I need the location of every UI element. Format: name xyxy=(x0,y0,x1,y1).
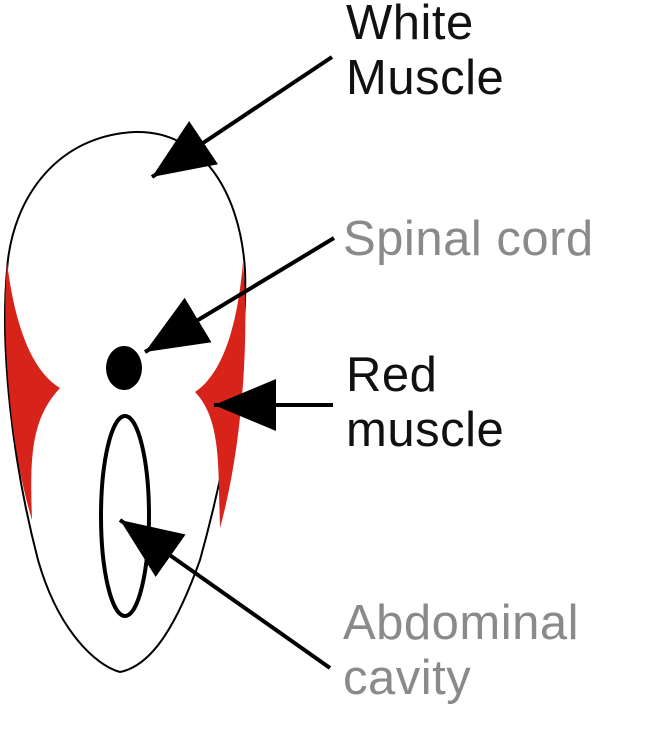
abdominal-cavity xyxy=(99,414,151,618)
label-red-muscle-line2: muscle xyxy=(346,403,505,457)
label-spinal-cord: Spinal cord xyxy=(343,212,594,267)
label-red-muscle-line1: Red xyxy=(346,348,438,402)
label-spinal-cord-line1: Spinal cord xyxy=(343,212,594,266)
label-white-muscle-line1: White xyxy=(346,0,474,50)
label-abdominal-cavity-line2: cavity xyxy=(343,651,472,705)
label-abdominal-cavity-line1: Abdominal xyxy=(343,596,580,650)
arrow-spinal-cord xyxy=(143,236,336,354)
arrow-white-muscle xyxy=(150,55,334,179)
arrow-abdominal-cavity xyxy=(118,518,332,670)
label-red-muscle: Red muscle xyxy=(346,348,504,458)
label-white-muscle-line2: Muscle xyxy=(346,51,505,105)
spinal-cord xyxy=(106,346,142,390)
label-abdominal-cavity: Abdominal cavity xyxy=(343,596,579,706)
red-muscle-left xyxy=(5,262,61,520)
label-white-muscle: White Muscle xyxy=(346,0,504,106)
